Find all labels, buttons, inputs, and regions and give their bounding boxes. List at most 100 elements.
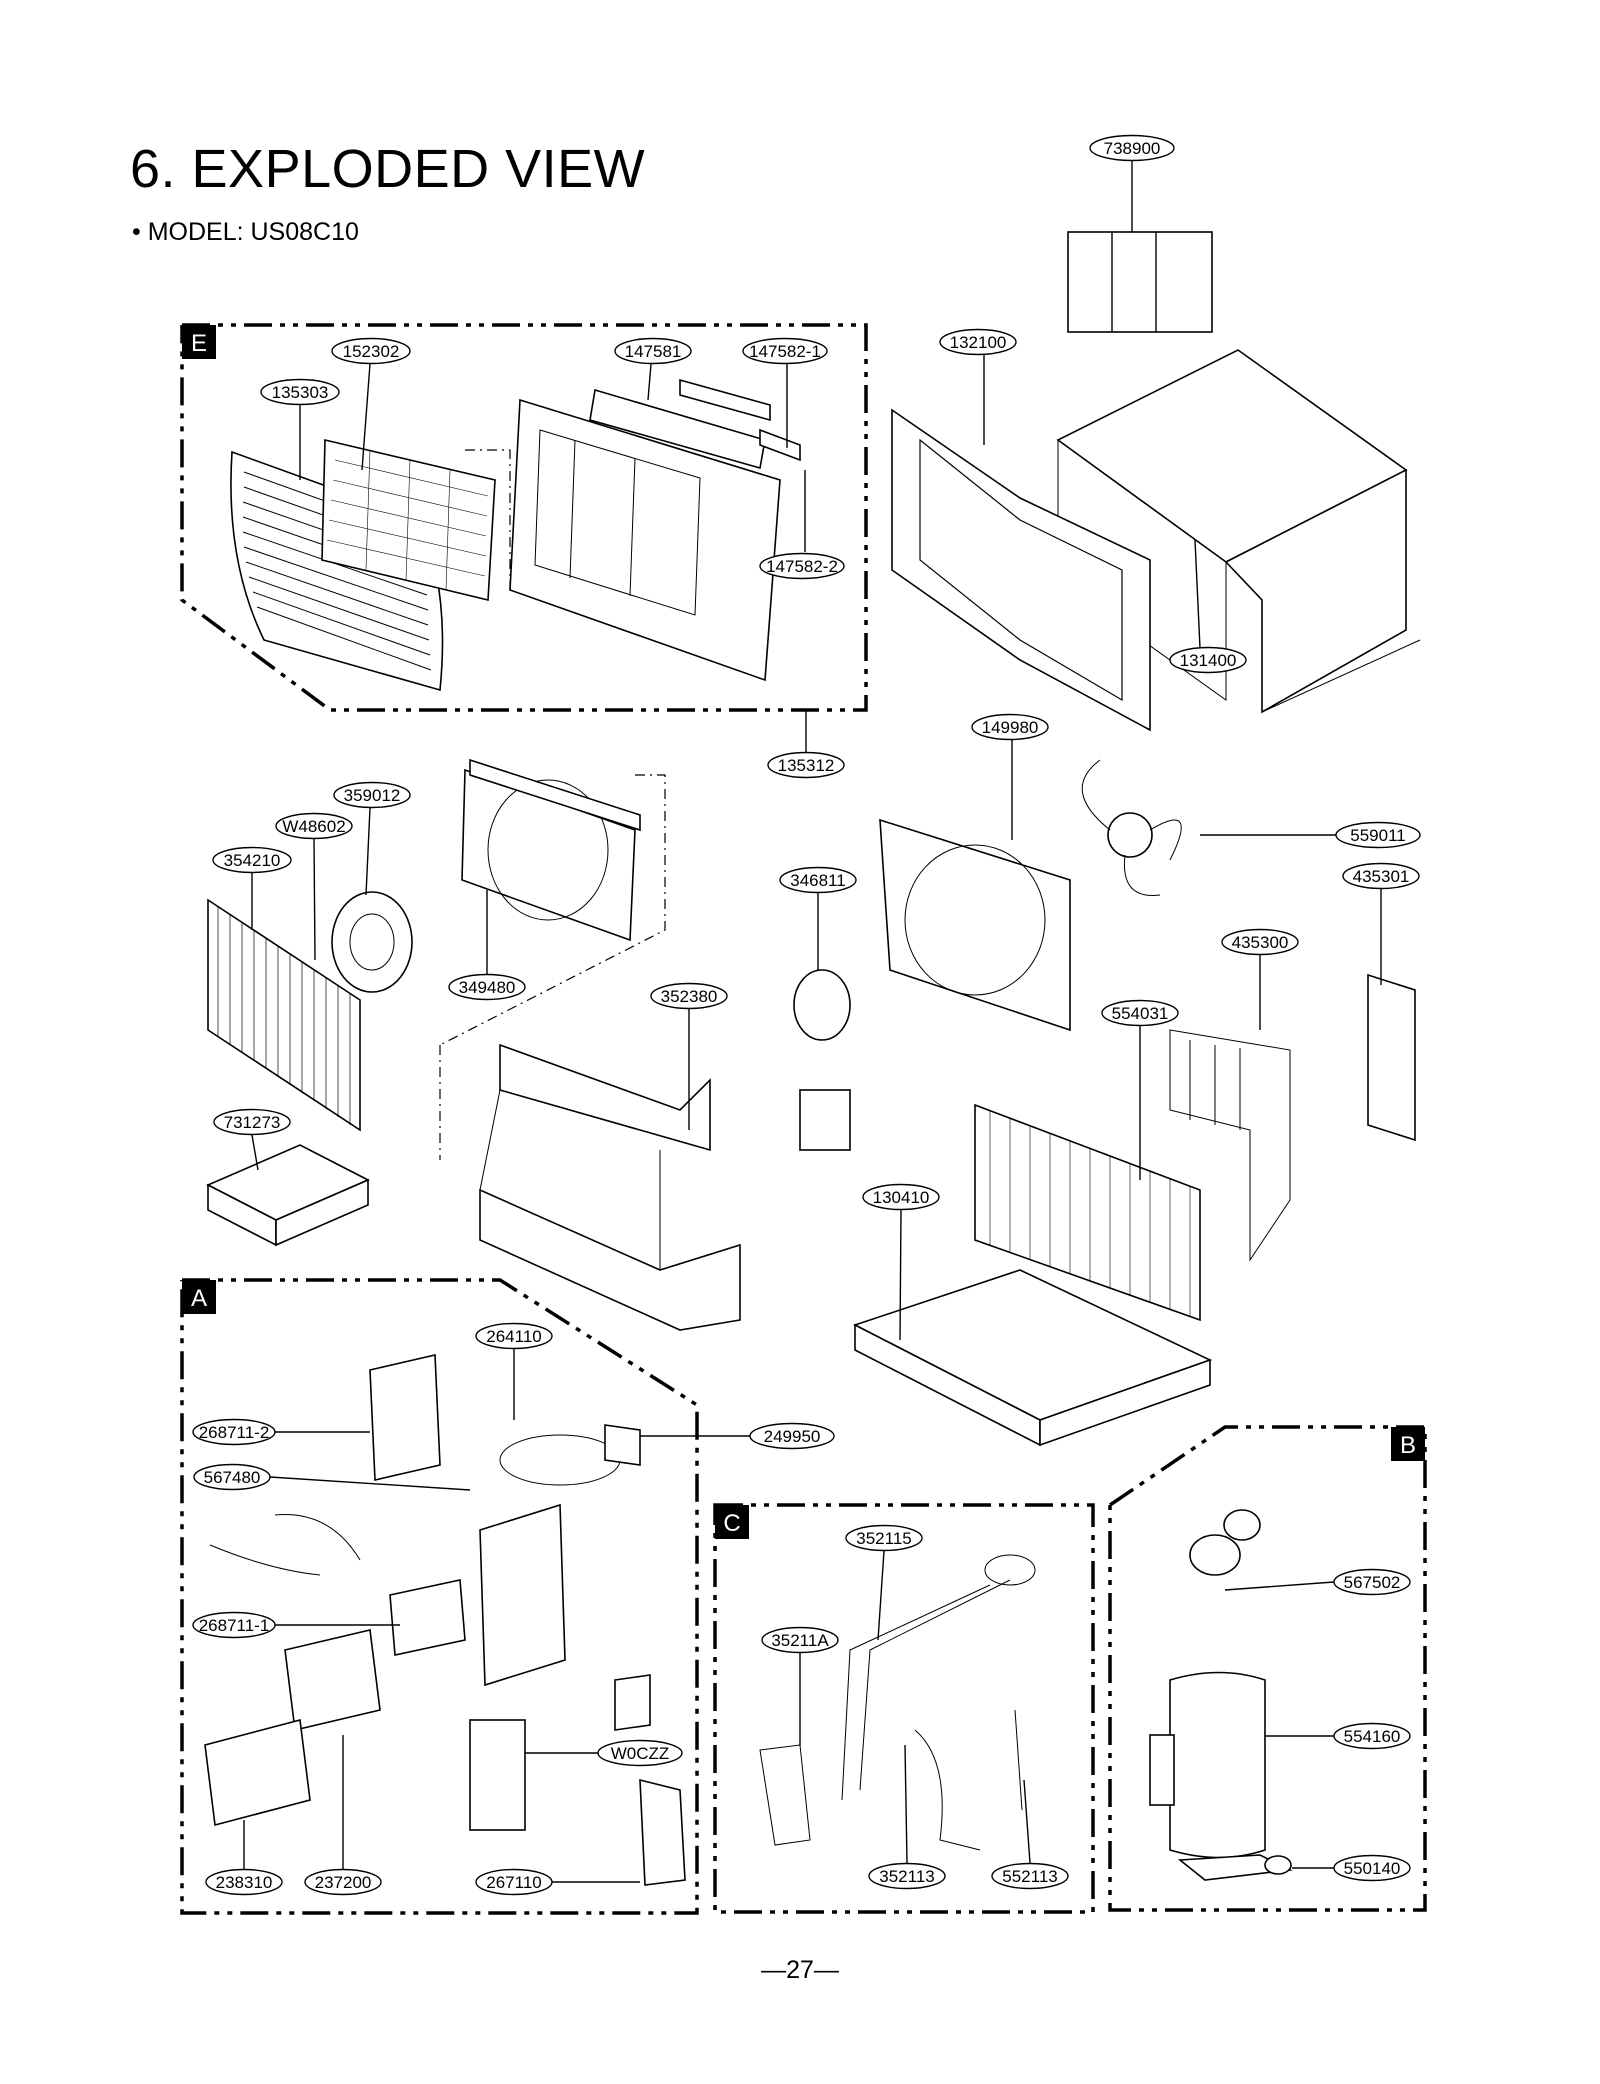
callout-bubble xyxy=(333,781,411,809)
assembly-guide-lines xyxy=(439,449,666,1160)
callout-leader-line xyxy=(904,1744,908,1864)
part-number-label: 264110 xyxy=(486,1327,541,1346)
callout-bubble xyxy=(862,1183,940,1211)
part-number-label: 147582-2 xyxy=(766,557,838,576)
louver-blades xyxy=(679,378,801,462)
callout-bubble xyxy=(939,328,1017,356)
callout-bubble xyxy=(212,846,292,874)
callout-leader-line xyxy=(647,363,652,401)
part-number-label: 352115 xyxy=(856,1529,911,1548)
callout-bubble xyxy=(192,1418,276,1446)
callout-bubble xyxy=(991,1862,1069,1890)
part-number-label: 268711-2 xyxy=(199,1423,270,1442)
part-callout: 135312 xyxy=(767,710,845,779)
part-number-label: 130410 xyxy=(873,1188,930,1207)
part-number-label: 352113 xyxy=(879,1867,934,1886)
section-c-tubing xyxy=(759,1554,1036,1851)
section-b-compressor xyxy=(1149,1509,1293,1881)
part-callout: 435300 xyxy=(1221,928,1299,1030)
indoor-housing xyxy=(479,1043,741,1331)
part-callout: 132100 xyxy=(939,328,1017,445)
callout-bubble xyxy=(475,1322,553,1350)
callout-bubble xyxy=(1089,134,1175,162)
wire-guard xyxy=(1169,1029,1291,1262)
callout-bubble xyxy=(213,1108,291,1136)
callout-bubble xyxy=(845,1524,923,1552)
part-number-label: 550140 xyxy=(1344,1859,1401,1878)
part-number-label: 131400 xyxy=(1180,651,1237,670)
part-callout: 352115 xyxy=(845,1524,923,1641)
part-number-label: 35211A xyxy=(771,1631,829,1650)
callout-bubble xyxy=(749,1422,835,1450)
page-title: 6. EXPLODED VIEW xyxy=(130,139,646,199)
part-callout: W0CZZ xyxy=(525,1739,683,1767)
part-callout: 554031 xyxy=(1101,999,1179,1180)
side-bracket xyxy=(1367,973,1416,1142)
base-pan xyxy=(852,1269,1213,1447)
evaporator-coil xyxy=(207,898,361,1132)
part-number-label: 554160 xyxy=(1344,1727,1401,1746)
callout-bubble xyxy=(761,1626,839,1654)
callout-bubble xyxy=(868,1862,946,1890)
part-number-label: 237200 xyxy=(315,1873,372,1892)
callout-bubble xyxy=(331,337,411,365)
part-number-label: 238310 xyxy=(216,1873,273,1892)
part-number-label: 559011 xyxy=(1350,826,1405,845)
part-number-label: 349480 xyxy=(459,978,516,997)
part-number-label: 135303 xyxy=(272,383,329,402)
accessory-box xyxy=(206,1144,370,1247)
section-tag-e: E xyxy=(191,330,207,357)
section-tag-b-bg xyxy=(1391,1427,1425,1461)
part-callout: 147581 xyxy=(614,337,692,401)
section-tag-c: C xyxy=(723,1510,740,1537)
part-callout: 554160 xyxy=(1265,1722,1411,1750)
callout-bubble xyxy=(275,812,353,840)
callout-bubble xyxy=(779,866,857,894)
callout-bubble xyxy=(205,1868,283,1896)
callout-bubble xyxy=(759,552,845,580)
part-number-label: 354210 xyxy=(224,851,281,870)
part-callout: 130410 xyxy=(862,1183,940,1341)
callout-bubble xyxy=(1335,821,1421,849)
part-callout: 268711-2 xyxy=(192,1418,370,1446)
part-number-label: 249950 xyxy=(764,1427,821,1446)
part-callout: 550140 xyxy=(1292,1854,1411,1882)
part-callout: W48602 xyxy=(275,812,353,961)
part-number-label: W0CZZ xyxy=(611,1744,670,1763)
cabinet xyxy=(1056,349,1421,714)
part-callout: 435301 xyxy=(1342,862,1420,985)
part-number-label: 352380 xyxy=(661,987,718,1006)
part-number-label: 567502 xyxy=(1344,1573,1401,1592)
callout-bubble xyxy=(1333,1568,1411,1596)
callout-leader-line xyxy=(251,1134,259,1171)
part-callout: 237200 xyxy=(304,1735,382,1896)
callout-leader-line xyxy=(365,807,371,896)
part-callout: 354210 xyxy=(212,846,292,930)
part-number-label: W48602 xyxy=(282,817,345,836)
part-callout: 249950 xyxy=(640,1422,835,1450)
callout-leader-line xyxy=(1023,1779,1031,1864)
part-callout: 35211A xyxy=(761,1626,839,1745)
callout-leader-line xyxy=(877,1550,885,1641)
part-callout: 131400 xyxy=(1169,539,1247,674)
part-callout: 567480 xyxy=(193,1463,471,1491)
part-number-label: 135312 xyxy=(778,756,835,775)
condenser-coil xyxy=(974,1103,1201,1322)
callout-bubble xyxy=(971,713,1049,741)
callout-leader-line xyxy=(1194,539,1201,649)
condenser-shroud xyxy=(879,818,1071,1032)
part-number-label: 567480 xyxy=(204,1468,261,1487)
part-callout: 346811 xyxy=(779,866,857,970)
front-panel-frame xyxy=(509,388,781,682)
part-number-label: 738900 xyxy=(1104,139,1161,158)
front-frame xyxy=(891,408,1151,732)
callout-bubble xyxy=(1333,1722,1411,1750)
fan-motor xyxy=(793,969,851,1151)
part-callout: 147582-2 xyxy=(759,470,845,580)
callout-bubble xyxy=(650,982,728,1010)
part-callout: 352380 xyxy=(650,982,728,1130)
section-tag-c-bg xyxy=(715,1505,749,1539)
part-callout: 135303 xyxy=(260,378,340,480)
